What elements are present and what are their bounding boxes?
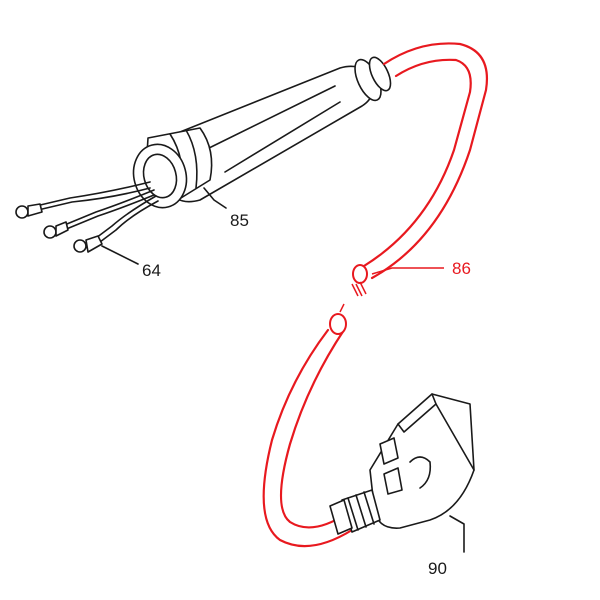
- callout-85: 85: [203, 187, 249, 230]
- callout-label-86: 86: [452, 259, 471, 278]
- ring-terminal-1: [15, 205, 29, 219]
- callout-64: 64: [101, 245, 161, 280]
- callout-90: 90: [428, 515, 465, 578]
- ring-terminal-3: [73, 239, 87, 253]
- callout-86: 86: [371, 259, 471, 278]
- part-64-wire-leads[interactable]: [15, 181, 159, 253]
- part-86-cable[interactable]: [262, 42, 488, 548]
- callout-label-85: 85: [230, 211, 249, 230]
- part-85-handle[interactable]: [127, 54, 395, 213]
- part-90-connector[interactable]: [329, 393, 475, 535]
- callout-label-64: 64: [142, 261, 161, 280]
- ring-terminal-2: [43, 225, 57, 239]
- callout-label-90: 90: [428, 559, 447, 578]
